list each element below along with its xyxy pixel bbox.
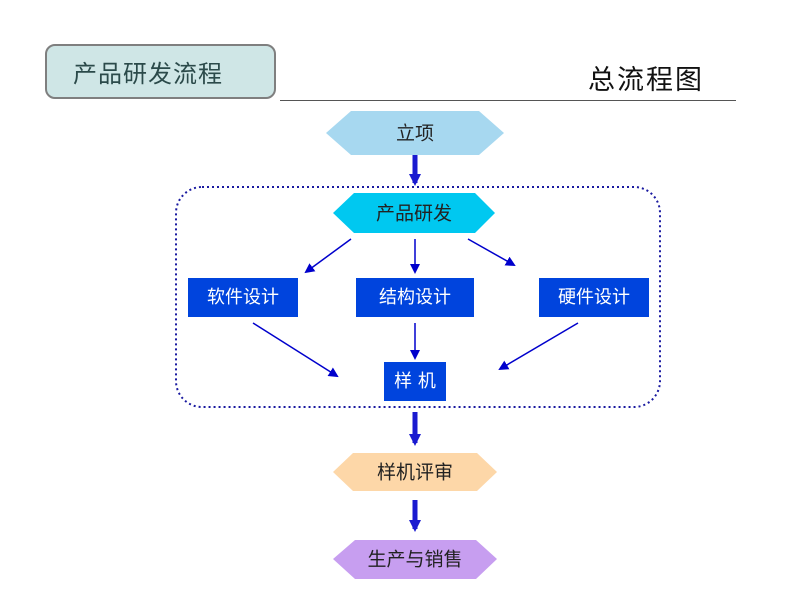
node-start-label: 立项 xyxy=(396,123,434,145)
node-prototype: 样 机 xyxy=(384,362,446,401)
node-start: 立项 xyxy=(326,111,504,155)
node-review: 样机评审 xyxy=(333,453,497,491)
node-software-label: 软件设计 xyxy=(207,287,279,308)
arrow-dev-to-software xyxy=(304,238,352,274)
title-divider xyxy=(280,100,736,101)
arrow-hardware-to-prototype xyxy=(498,322,579,371)
node-review-label: 样机评审 xyxy=(377,462,453,484)
node-production-shape xyxy=(333,540,497,579)
node-structure-shape xyxy=(356,278,474,317)
section-title-box: 产品研发流程 xyxy=(45,44,276,99)
node-prototype-shape xyxy=(384,362,446,401)
node-structure-label: 结构设计 xyxy=(379,287,451,308)
page-title: 总流程图 xyxy=(588,65,704,96)
node-structure: 结构设计 xyxy=(356,278,474,317)
arrow-software-to-prototype xyxy=(252,322,339,378)
node-prototype-label: 样 机 xyxy=(394,371,436,392)
node-dev-shape xyxy=(333,193,495,233)
node-hardware-shape xyxy=(539,278,649,317)
node-software: 软件设计 xyxy=(188,278,298,317)
rd-group-boundary xyxy=(175,186,661,408)
node-review-shape xyxy=(333,453,497,491)
node-hardware: 硬件设计 xyxy=(539,278,649,317)
arrow-dev-to-hardware xyxy=(467,238,516,266)
section-title: 产品研发流程 xyxy=(73,60,223,88)
node-hardware-label: 硬件设计 xyxy=(558,287,630,308)
node-production-label: 生产与销售 xyxy=(367,549,462,571)
node-start-shape xyxy=(326,111,504,155)
node-production: 生产与销售 xyxy=(333,540,497,579)
node-software-shape xyxy=(188,278,298,317)
node-dev: 产品研发 xyxy=(333,193,495,233)
node-dev-label: 产品研发 xyxy=(376,203,452,225)
